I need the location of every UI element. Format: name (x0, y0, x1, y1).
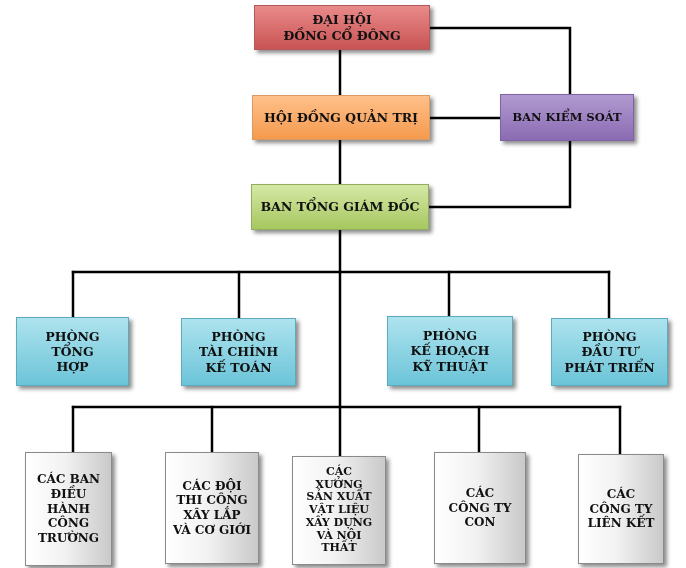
node-department-planning: PHÒNG KẾ HOẠCH KỸ THUẬT (387, 316, 513, 386)
connector-supervisory-directors (428, 139, 572, 209)
node-department-investment: PHÒNG ĐẦU TƯ PHÁT TRIỂN (551, 318, 668, 386)
node-board: HỘI ĐỒNG QUẢN TRỊ (252, 95, 430, 140)
node-unit-material-workshops: CÁC XƯỞNG SẢN XUẤT VẬT LIỆU XÂY DỰNG VÀ … (292, 456, 386, 565)
node-department-finance: PHÒNG TÀI CHÍNH KẾ TOÁN (181, 318, 296, 386)
node-supervisory: BAN KIỂM SOÁT (500, 94, 634, 141)
node-shareholders: ĐẠI HỘI ĐỒNG CỔ ĐÔNG (254, 5, 430, 50)
node-unit-construction-teams: CÁC ĐỘI THI CÔNG XÂY LẮP VÀ CƠ GIỚI (165, 452, 259, 564)
node-department-general: PHÒNG TỔNG HỢP (16, 317, 129, 386)
node-unit-subsidiaries: CÁC CÔNG TY CON (434, 452, 526, 564)
connector-supervisory-top (428, 26, 572, 96)
node-unit-site-management: CÁC BAN ĐIỀU HÀNH CÔNG TRƯỜNG (25, 452, 112, 566)
node-unit-affiliates: CÁC CÔNG TY LIÊN KẾT (578, 454, 664, 564)
node-directors: BAN TỔNG GIÁM ĐỐC (251, 184, 429, 230)
